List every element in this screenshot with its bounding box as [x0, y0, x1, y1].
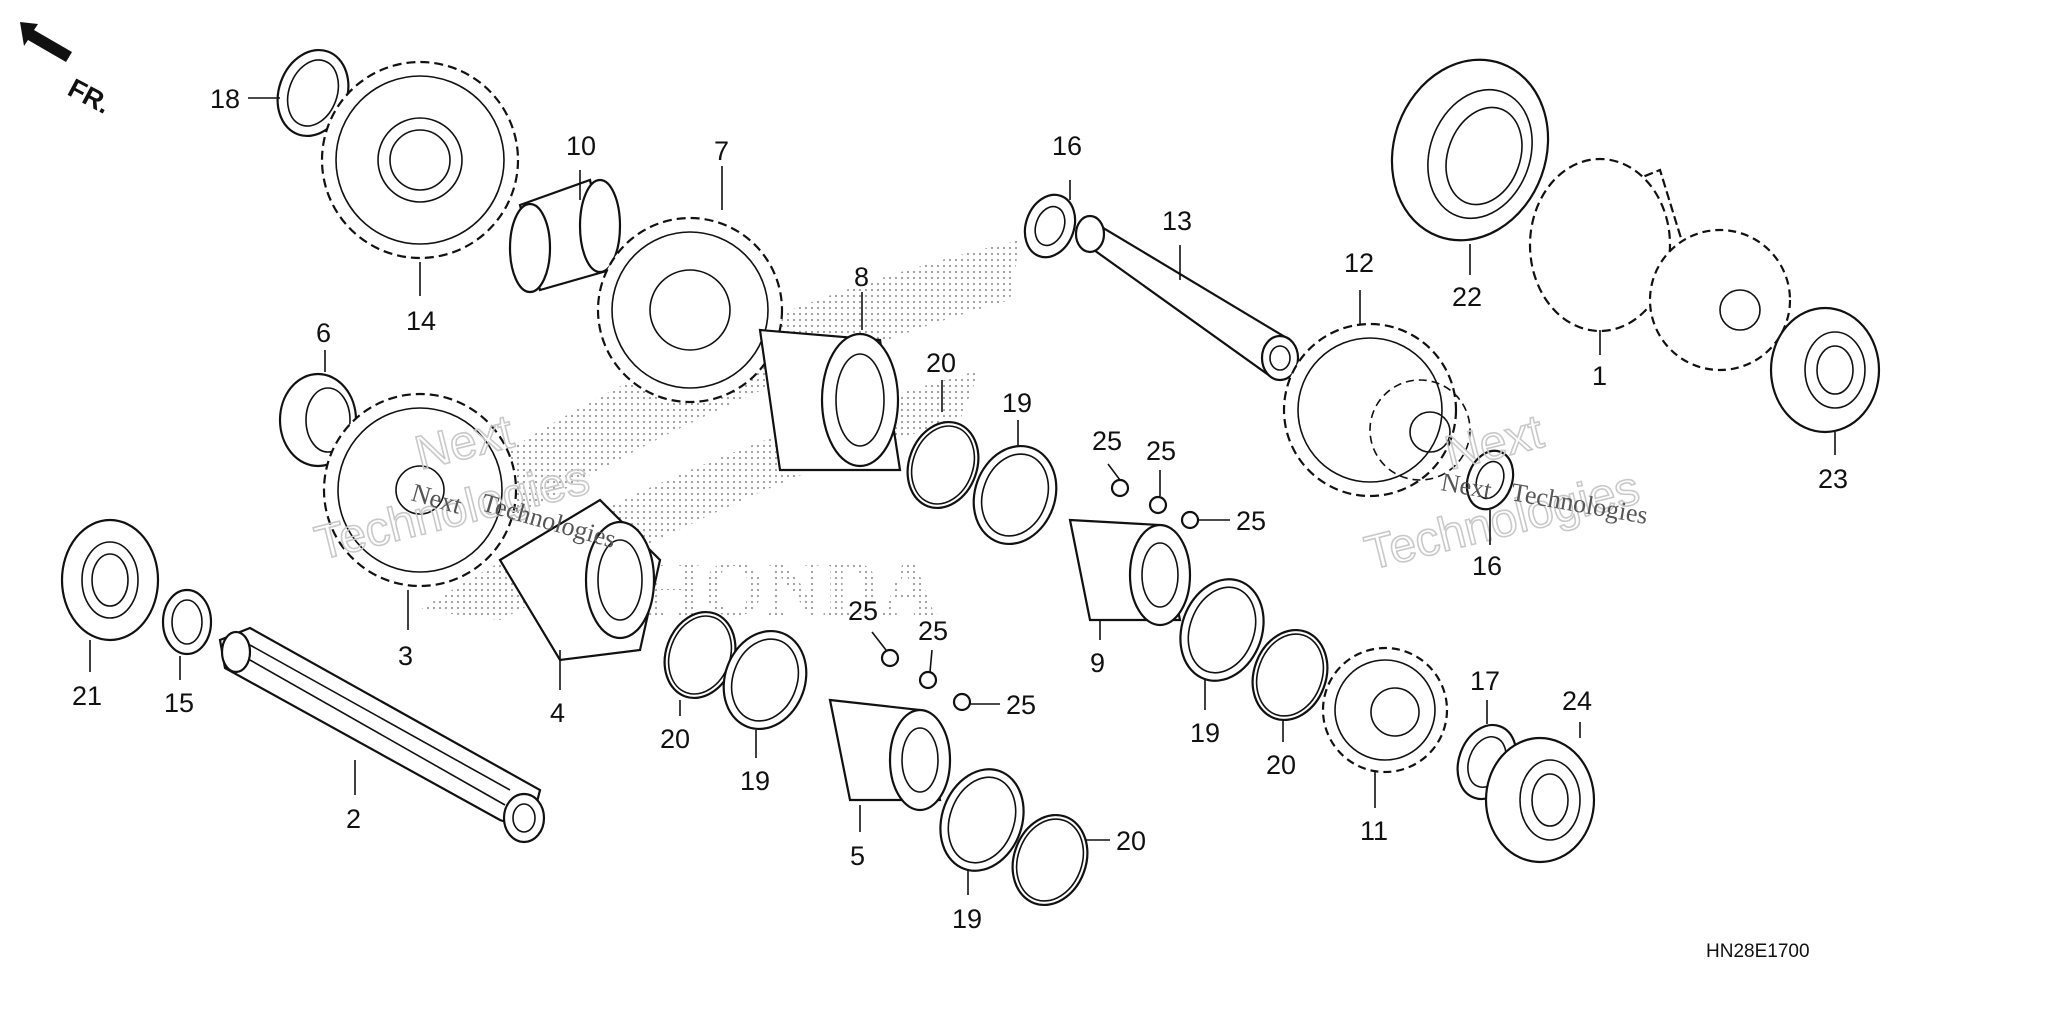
part-7-gear [596, 216, 784, 404]
callout-25f: 25 [1006, 690, 1036, 720]
part-15-washer [161, 588, 213, 656]
part-11-gear [1321, 646, 1449, 774]
part-13-countershaft [1074, 214, 1300, 382]
callout-4: 4 [550, 698, 565, 728]
part-18-thrust-washer [276, 48, 350, 138]
callout-20c: 20 [1116, 826, 1146, 856]
callout-13: 13 [1162, 206, 1192, 236]
callout-numbers: 18 14 10 7 8 6 3 4 21 15 2 20 19 20 19 5… [72, 84, 1848, 934]
callout-25c: 25 [1236, 506, 1266, 536]
callout-19a: 19 [1002, 388, 1032, 418]
part-16-washer-a [1023, 193, 1077, 259]
callout-23: 23 [1818, 464, 1848, 494]
callout-25a: 25 [1092, 426, 1122, 456]
part-19-thrust-ring-d [1179, 578, 1265, 682]
callout-20d: 20 [1266, 750, 1296, 780]
drawing-code: HN28E1700 [1706, 941, 1810, 962]
callout-21: 21 [72, 681, 102, 711]
callout-19c: 19 [952, 904, 982, 934]
callout-6: 6 [316, 318, 331, 348]
callout-3: 3 [398, 641, 413, 671]
callout-16b: 16 [1472, 551, 1502, 581]
part-25-steel-balls [880, 478, 1200, 712]
part-5-splined-bushing [828, 698, 952, 812]
callout-25b: 25 [1146, 436, 1176, 466]
part-19-thrust-ring-b [722, 629, 808, 731]
part-14-gear [320, 60, 520, 260]
callout-19d: 19 [1190, 718, 1220, 748]
callout-18: 18 [210, 84, 240, 114]
callout-25d: 25 [848, 596, 878, 626]
part-20-circlip-a [906, 420, 980, 510]
callout-8: 8 [854, 262, 869, 292]
callout-7: 7 [714, 136, 729, 166]
part-10-bushing [508, 178, 622, 294]
callout-12: 12 [1344, 248, 1374, 278]
front-direction-arrow: FR. [20, 22, 116, 120]
callout-14: 14 [406, 306, 436, 336]
callout-22: 22 [1452, 282, 1482, 312]
part-4-gear-hub [498, 498, 662, 662]
callout-17: 17 [1470, 666, 1500, 696]
part-21-ball-bearing [60, 518, 160, 642]
part-24-ball-bearing [1484, 736, 1596, 864]
part-9-splined-bushing [1068, 518, 1192, 627]
callout-15: 15 [164, 688, 194, 718]
part-23-ball-bearing [1769, 306, 1881, 434]
part-19-thrust-ring-c [939, 768, 1025, 872]
part-20-circlip-c [1011, 813, 1089, 907]
callout-9: 9 [1090, 648, 1105, 678]
part-16-washer-b [1465, 449, 1515, 511]
part-1-gear-cluster [1528, 157, 1792, 372]
callout-5: 5 [850, 841, 865, 871]
part-2-mainshaft [218, 626, 546, 844]
callout-leader-lines [89, 97, 1836, 895]
callout-10: 10 [566, 131, 596, 161]
part-20-circlip-d [1251, 628, 1329, 722]
callout-16a: 16 [1052, 131, 1082, 161]
callout-25e: 25 [918, 616, 948, 646]
part-22-ball-bearing [1390, 58, 1550, 242]
direction-label: FR. [63, 73, 115, 120]
part-19-thrust-ring-a [972, 444, 1058, 546]
callout-11: 11 [1360, 816, 1388, 846]
callout-1: 1 [1592, 361, 1607, 391]
callout-2: 2 [346, 804, 361, 834]
part-20-circlip-b [663, 610, 737, 700]
callout-20b: 20 [660, 724, 690, 754]
part-12-gear [1282, 322, 1471, 498]
callout-24: 24 [1562, 686, 1592, 716]
callout-19b: 19 [740, 766, 770, 796]
part-8-gear-hub [758, 328, 902, 472]
callout-20a: 20 [926, 348, 956, 378]
part-3-gear [322, 392, 518, 588]
